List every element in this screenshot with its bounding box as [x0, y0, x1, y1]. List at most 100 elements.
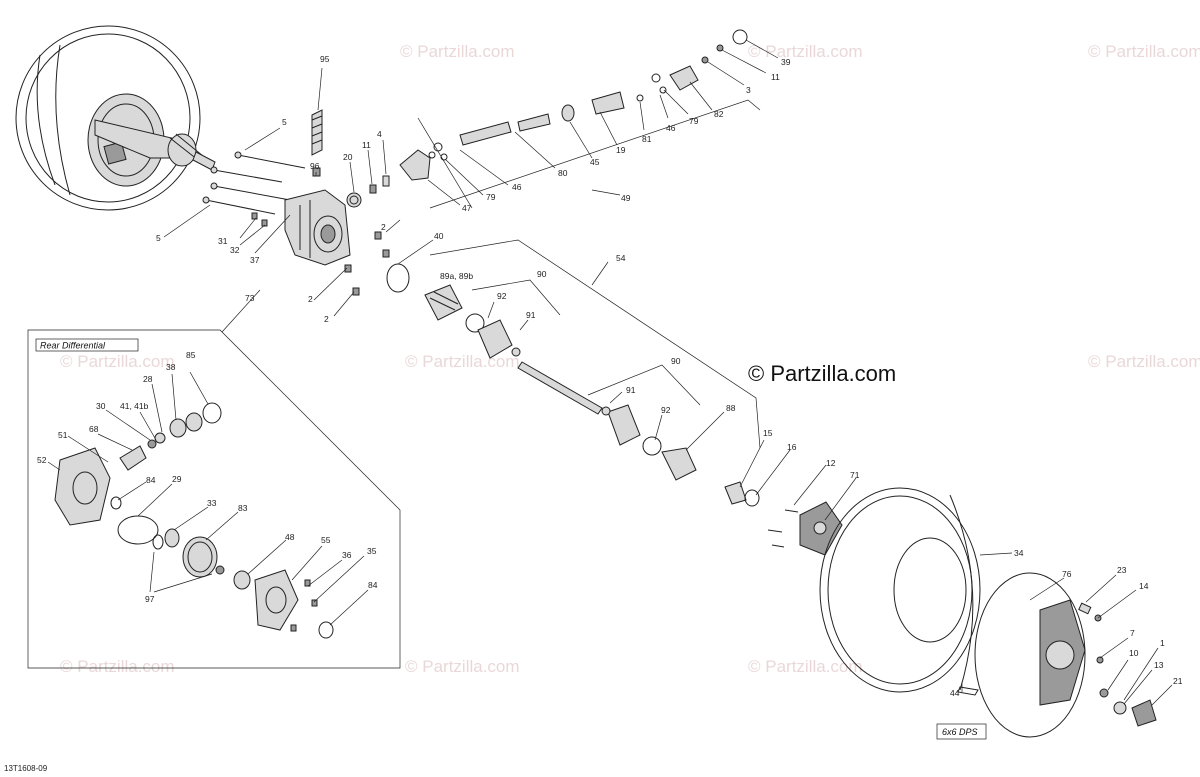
inset-title: Rear Differential — [40, 341, 106, 351]
callout-90: 90 — [671, 356, 681, 366]
part-29 — [117, 515, 159, 545]
callout-54: 54 — [616, 253, 626, 263]
callout-2: 2 — [324, 314, 329, 324]
part-13 — [1113, 701, 1127, 715]
part-33 — [164, 528, 180, 548]
bolts-group — [202, 151, 306, 215]
callout-89: 89a, 89b — [440, 271, 473, 281]
callout-92: 92 — [661, 405, 671, 415]
right-wheel-assembly — [819, 487, 1157, 738]
callout-84: 84 — [368, 580, 378, 590]
callout-48: 48 — [285, 532, 295, 542]
axle-shaft — [517, 361, 603, 415]
callout-79: 79 — [689, 116, 699, 126]
callout-68: 68 — [89, 424, 99, 434]
part-96 — [312, 167, 321, 177]
callout-55: 55 — [321, 535, 331, 545]
part-52 — [54, 447, 111, 526]
part-85 — [202, 402, 222, 424]
callout-95: 95 — [320, 54, 330, 64]
watermark: © Partzilla.com — [1088, 352, 1200, 371]
callout-90: 90 — [537, 269, 547, 279]
callout-15: 15 — [763, 428, 773, 438]
half-shaft — [94, 119, 187, 159]
watermark: © Partzilla.com — [400, 42, 515, 61]
callout-47: 47 — [462, 203, 472, 213]
callout-41: 41, 41b — [120, 401, 149, 411]
callout-33: 33 — [207, 498, 217, 508]
part-47 — [399, 149, 431, 181]
callout-30: 30 — [96, 401, 106, 411]
callout-5: 5 — [282, 117, 287, 127]
callout-20: 20 — [343, 152, 353, 162]
callout-5: 5 — [156, 233, 161, 243]
part-15 — [724, 481, 747, 505]
callout-40: 40 — [434, 231, 444, 241]
callout-91: 91 — [526, 310, 536, 320]
watermark: © Partzilla.com — [405, 352, 520, 371]
part-10 — [1099, 688, 1109, 698]
callout-4: 4 — [377, 129, 382, 139]
watermark: © Partzilla.com — [748, 657, 863, 676]
variant-note: 6x6 DPS — [942, 727, 978, 737]
callout-13: 13 — [1154, 660, 1164, 670]
callout-52: 52 — [37, 455, 47, 465]
part-38 — [169, 418, 187, 438]
variant-note-box — [936, 723, 987, 740]
callout-81: 81 — [642, 134, 652, 144]
callout-2: 2 — [308, 294, 313, 304]
part-39 — [732, 29, 748, 45]
hub-assembly — [767, 501, 843, 556]
callout-37: 37 — [250, 255, 260, 265]
callout-45: 45 — [590, 157, 600, 167]
callout-31: 31 — [218, 236, 228, 246]
callout-11: 11 — [362, 140, 371, 150]
watermark-layer: © Partzilla.com © Partzilla.com © Partzi… — [60, 42, 1200, 676]
part-11 — [369, 184, 377, 194]
callout-21: 21 — [1173, 676, 1183, 686]
callout-73: 73 — [245, 293, 255, 303]
callout-38: 38 — [166, 362, 176, 372]
callout-28: 28 — [143, 374, 153, 384]
left-wheel-assembly — [15, 25, 216, 211]
inset-title-box — [35, 338, 139, 352]
watermark: © Partzilla.com — [1088, 42, 1200, 61]
callout-88: 88 — [726, 403, 736, 413]
part-92 — [465, 313, 485, 333]
part-68 — [119, 445, 147, 471]
part-44 — [957, 686, 979, 696]
part-95 — [311, 109, 323, 156]
callout-51: 51 — [58, 430, 68, 440]
part-21 — [1131, 699, 1157, 727]
part-88 — [661, 447, 697, 481]
part-23 — [1078, 602, 1092, 615]
callout-96: 96 — [310, 161, 320, 171]
tire — [15, 25, 201, 211]
part-11b — [716, 44, 724, 52]
part-4 — [382, 175, 390, 187]
tire-34 — [819, 487, 981, 693]
callout-82: 82 — [714, 109, 724, 119]
callout-91: 91 — [626, 385, 636, 395]
callout-79: 79 — [486, 192, 496, 202]
part-3 — [701, 56, 709, 64]
propeller-shaft — [399, 29, 748, 181]
part-19 — [591, 91, 625, 115]
part-80 — [459, 121, 512, 146]
part-20 — [346, 192, 362, 208]
callout-7: 7 — [1130, 628, 1135, 638]
watermark: © Partzilla.com — [748, 42, 863, 61]
brand-watermark: © Partzilla.com — [748, 361, 896, 386]
callout-36: 36 — [342, 550, 352, 560]
part-16 — [744, 489, 760, 507]
callout-35: 35 — [367, 546, 377, 556]
callout-1: 1 — [1160, 638, 1165, 648]
callout-11: 11 — [771, 72, 780, 82]
watermark: © Partzilla.com — [60, 352, 175, 371]
part-48 — [233, 570, 251, 590]
callout-84: 84 — [146, 475, 156, 485]
callout-76: 76 — [1062, 569, 1072, 579]
watermark: © Partzilla.com — [60, 657, 175, 676]
part-91 — [511, 347, 521, 357]
callout-46: 46 — [666, 123, 676, 133]
